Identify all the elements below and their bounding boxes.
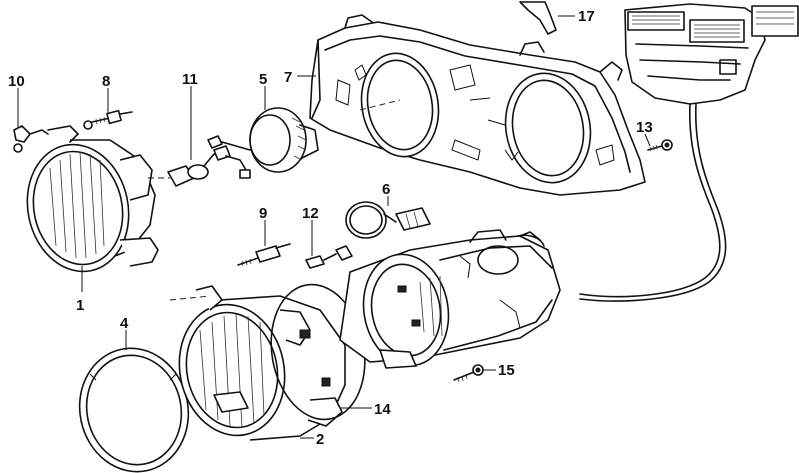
callout-10: 10 bbox=[8, 73, 25, 90]
callout-17: 17 bbox=[578, 8, 595, 25]
callout-15: 15 bbox=[498, 362, 515, 379]
headlight-part-2 bbox=[169, 285, 346, 441]
callout-9: 9 bbox=[259, 205, 267, 222]
callout-11: 11 bbox=[182, 71, 198, 88]
connector-part-12 bbox=[305, 245, 353, 269]
callout-2: 2 bbox=[316, 431, 324, 448]
screw-part-13 bbox=[647, 139, 673, 152]
callout-1: 1 bbox=[76, 297, 84, 314]
callout-14: 14 bbox=[374, 401, 391, 418]
callout-labels: 10 8 11 5 7 6 9 12 13 17 1 4 2 14 15 bbox=[8, 8, 653, 448]
screw-part-15 bbox=[453, 364, 484, 383]
callout-7: 7 bbox=[284, 69, 292, 86]
bracket-part-17 bbox=[519, 1, 557, 35]
screw-part-8 bbox=[83, 109, 133, 130]
callout-12: 12 bbox=[302, 205, 319, 222]
callout-6: 6 bbox=[382, 181, 390, 198]
callout-5: 5 bbox=[259, 71, 267, 88]
callout-4: 4 bbox=[120, 315, 129, 332]
reflector-housing-assembly bbox=[339, 229, 561, 369]
callout-8: 8 bbox=[102, 73, 110, 90]
connector-part-9 bbox=[237, 243, 291, 267]
bulb-part-11 bbox=[167, 145, 251, 187]
callout-13: 13 bbox=[636, 119, 653, 136]
control-unit-connector bbox=[579, 3, 799, 302]
wire-loop-part-6 bbox=[345, 201, 431, 239]
bulb-holder-part-5 bbox=[207, 107, 319, 173]
headlight-carrier-panel bbox=[309, 14, 646, 196]
headlight-part-1 bbox=[26, 125, 170, 273]
leader-lines bbox=[17, 15, 651, 439]
bulb-part-10 bbox=[13, 125, 49, 153]
